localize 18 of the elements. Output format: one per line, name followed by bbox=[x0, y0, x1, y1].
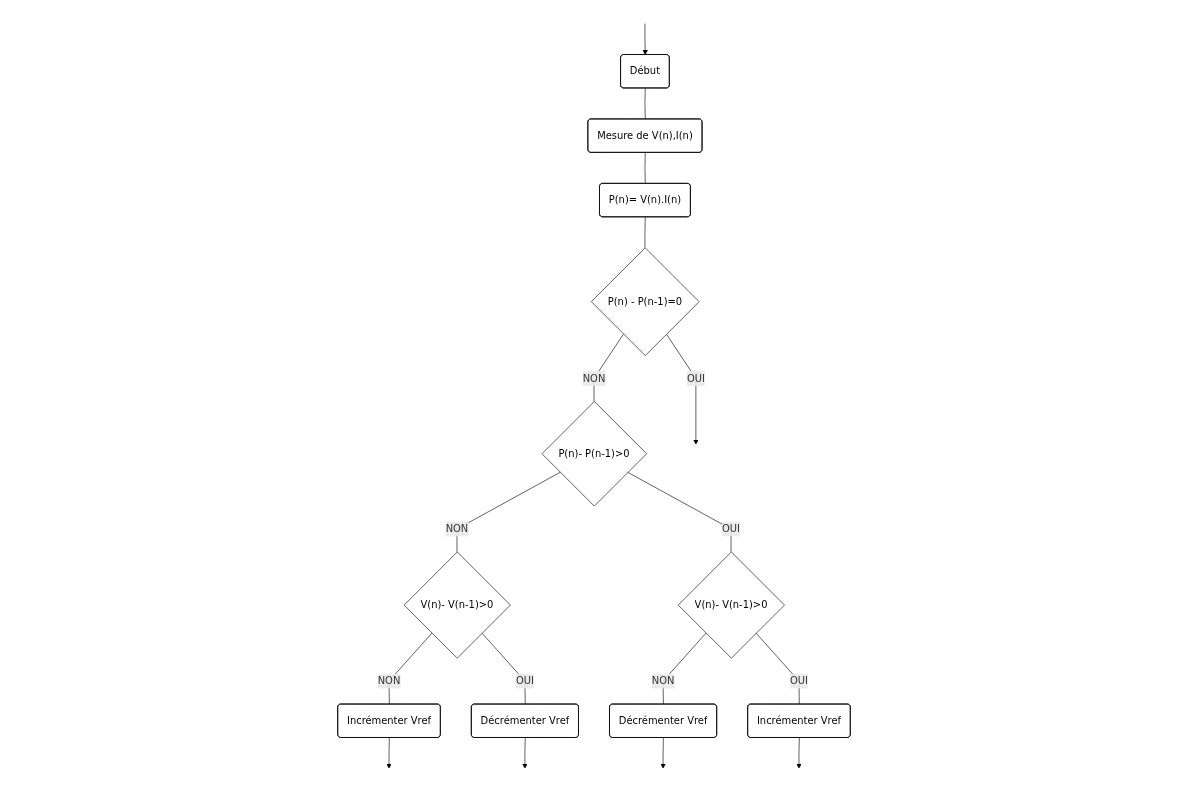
connector bbox=[662, 632, 707, 705]
node-diamond: P(n)- P(n-1)>0 bbox=[541, 401, 647, 507]
edge-label: NON bbox=[445, 522, 469, 535]
edge-label: OUI bbox=[686, 372, 705, 385]
connector bbox=[481, 632, 526, 705]
edge-label: OUI bbox=[789, 674, 808, 687]
edge-label: NON bbox=[377, 674, 401, 687]
edge-label: NON bbox=[582, 372, 606, 385]
node-diamond: P(n) - P(n-1)=0 bbox=[591, 247, 700, 356]
edge-label: NON bbox=[651, 674, 675, 687]
connector bbox=[388, 632, 433, 705]
connector bbox=[644, 87, 646, 120]
edge-label: OUI bbox=[515, 674, 534, 687]
edge-label: OUI bbox=[722, 522, 741, 535]
node-diamond: V(n)- V(n-1)>0 bbox=[677, 551, 785, 659]
connector bbox=[644, 152, 646, 184]
node-diamond: V(n)- V(n-1)>0 bbox=[403, 551, 511, 659]
connector bbox=[644, 216, 646, 249]
